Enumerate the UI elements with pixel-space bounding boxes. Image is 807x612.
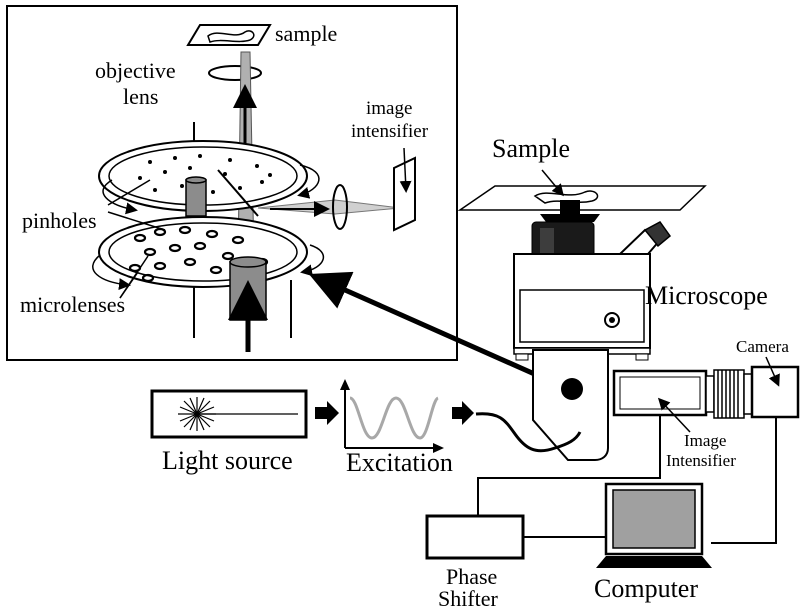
port-circle: [561, 378, 583, 400]
phase-shifter-box: [425, 514, 525, 560]
inset-image-intensifier-screen: [393, 156, 416, 232]
rotation-arrow-lower-left: [92, 254, 131, 291]
laptop-screen: [612, 489, 696, 549]
setup-intensifier-label-line2: Intensifier: [666, 451, 736, 470]
pinholes-label: pinholes: [22, 208, 97, 233]
lower-housing: [532, 349, 609, 461]
microlenses-pointer-2: [119, 271, 139, 299]
coupling-lens: [705, 369, 753, 419]
inset-sample-slide: [186, 24, 272, 46]
objective-label-line2: lens: [123, 84, 158, 109]
excitation-waveform: [340, 379, 444, 453]
inset-panel: sample objective lens: [6, 5, 458, 361]
inset-intensifier-label-line2: intensifier: [351, 121, 429, 142]
arrow-to-fiber: [452, 401, 474, 425]
pinholes-pointer-2: [107, 211, 166, 231]
camera-pointer: [765, 356, 780, 387]
objective-lens-ring: [208, 65, 262, 81]
computer-laptop: [596, 482, 712, 568]
rotation-arrow-upper-left: [102, 179, 138, 215]
excitation-label: Excitation: [346, 448, 453, 477]
microlens-disk: [98, 216, 308, 288]
fiber-cable: [475, 412, 582, 453]
image-intensifier-box: [612, 369, 708, 417]
phase-shifter-label-line2: Shifter: [438, 586, 499, 611]
light-source: [150, 389, 308, 439]
camera-box: [750, 365, 800, 419]
arrow-to-excitation: [315, 401, 339, 425]
objective-label-line1: objective: [95, 58, 176, 83]
inset-relay-lens: [332, 184, 348, 230]
setup-sample-label: Sample: [492, 134, 570, 163]
inset-sample-label: sample: [275, 21, 337, 46]
inset-intensifier-pointer: [399, 147, 412, 193]
detector-assembly: [612, 365, 800, 419]
inset-intensifier-label-line1: image: [366, 98, 412, 119]
signal-wires: [477, 415, 777, 544]
rotation-arrow-lower-right: [300, 244, 325, 277]
camera-label: Camera: [736, 337, 789, 356]
setup-intensifier-label-line1: Image: [684, 431, 726, 450]
intensifier-pointer: [657, 397, 691, 433]
microscope: [457, 169, 707, 461]
microscope-label: Microscope: [645, 281, 768, 310]
sample-pointer: [541, 169, 564, 197]
light-source-label: Light source: [162, 446, 293, 475]
computer-label: Computer: [594, 574, 698, 603]
lamp-starburst-icon: [178, 397, 216, 431]
pinhole-disk: [98, 140, 308, 217]
rotation-arrow-upper-right: [297, 164, 320, 199]
microlenses-label: microlenses: [20, 292, 125, 317]
diagonal-beam-line: [217, 169, 259, 217]
phase-shifter-label-line1: Phase: [446, 564, 497, 589]
laptop-keyboard-base: [596, 556, 712, 568]
zoom-arrow: [308, 271, 568, 391]
pinholes-pointer-1: [107, 179, 151, 206]
